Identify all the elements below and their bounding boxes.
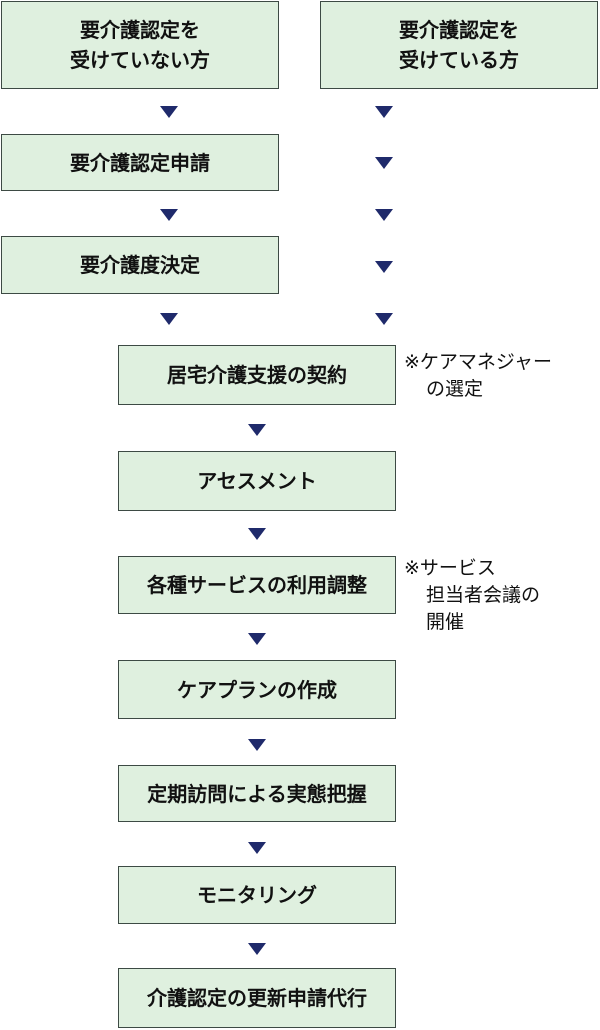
arrow-right-3 (375, 209, 393, 221)
step-renewal-application-proxy-label: 介護認定の更新申請代行 (147, 986, 367, 1010)
step-assessment-label: アセスメント (197, 469, 317, 493)
arrow-right-1 (375, 106, 393, 118)
step-care-plan-creation: ケアプランの作成 (118, 660, 396, 719)
arrow-right-4 (375, 261, 393, 273)
note-service-meeting-line3: 開催 (426, 611, 465, 633)
step-care-plan-creation-label: ケアプランの作成 (177, 677, 337, 702)
arrow-main-5 (248, 842, 266, 854)
note-service-meeting: ※サービス 担当者会議の 開催 (404, 555, 540, 636)
header-certified-line2: 受けている方 (399, 48, 519, 72)
step-regular-visits: 定期訪問による実態把握 (118, 765, 396, 822)
step-monitoring: モニタリング (118, 866, 396, 924)
arrow-main-3 (248, 633, 266, 645)
step-care-level-decision: 要介護度決定 (1, 236, 279, 294)
arrow-left-1 (160, 106, 178, 118)
arrow-right-5 (375, 313, 393, 325)
header-certified-line1: 要介護認定を (399, 18, 519, 42)
arrow-left-2 (160, 209, 178, 221)
step-service-coordination: 各種サービスの利用調整 (118, 556, 396, 614)
step-monitoring-label: モニタリング (197, 883, 317, 907)
header-certified: 要介護認定を 受けている方 (320, 1, 598, 89)
arrow-main-6 (248, 943, 266, 955)
step-home-care-contract: 居宅介護支援の契約 (118, 345, 396, 405)
note-service-meeting-line2: 担当者会議の (426, 584, 541, 606)
note-service-meeting-line1: ※サービス (404, 557, 496, 579)
step-certification-application: 要介護認定申請 (1, 134, 279, 191)
note-care-manager-line1: ※ケアマネジャー (404, 351, 552, 373)
step-care-level-decision-label: 要介護度決定 (80, 253, 200, 277)
arrow-left-3 (160, 313, 178, 325)
arrow-right-2 (375, 157, 393, 169)
step-certification-application-label: 要介護認定申請 (70, 150, 210, 175)
arrow-main-2 (248, 528, 266, 540)
header-not-certified: 要介護認定を 受けていない方 (1, 1, 279, 89)
step-home-care-contract-label: 居宅介護支援の契約 (167, 363, 347, 387)
arrow-main-4 (248, 739, 266, 751)
note-care-manager-line2: の選定 (426, 378, 484, 400)
step-assessment: アセスメント (118, 451, 396, 511)
header-not-certified-line1: 要介護認定を (80, 18, 200, 42)
header-not-certified-line2: 受けていない方 (70, 48, 210, 72)
note-care-manager-selection: ※ケアマネジャー の選定 (404, 349, 552, 403)
step-renewal-application-proxy: 介護認定の更新申請代行 (118, 968, 396, 1028)
step-regular-visits-label: 定期訪問による実態把握 (147, 781, 367, 806)
arrow-main-1 (248, 424, 266, 436)
step-service-coordination-label: 各種サービスの利用調整 (147, 573, 367, 597)
